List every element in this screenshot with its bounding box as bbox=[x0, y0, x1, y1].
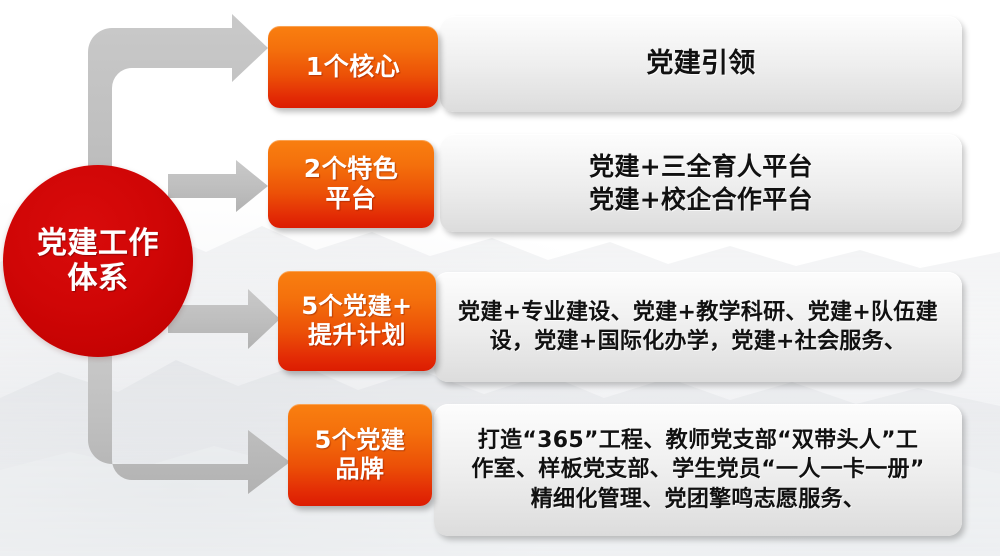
content-text-row-2: 党建+三全育人平台 党建+校企合作平台 bbox=[589, 152, 813, 214]
content-text-row-4: 打造“365”工程、教师党支部“双带头人”工 作室、样板党支部、学生党员“一人一… bbox=[471, 428, 925, 512]
tag-label-row-1: 1个核心 bbox=[305, 52, 401, 81]
tag-label-row-2: 2个特色 平台 bbox=[303, 154, 399, 213]
content-text-row-3: 党建+专业建设、党建+教学科研、党建+队伍建 设，党建+国际化办学，党建+社会服… bbox=[458, 299, 938, 354]
content-panel-row-4[interactable]: 打造“365”工程、教师党支部“双带头人”工 作室、样板党支部、学生党员“一人一… bbox=[434, 404, 962, 536]
hub-label: 党建工作 体系 bbox=[37, 225, 159, 296]
tag-box-row-1[interactable]: 1个核心 bbox=[268, 26, 438, 108]
tag-box-row-3[interactable]: 5个党建+ 提升计划 bbox=[278, 271, 436, 371]
tag-label-row-3: 5个党建+ 提升计划 bbox=[301, 292, 413, 349]
content-text-row-1: 党建引领 bbox=[646, 48, 756, 80]
tag-box-row-4[interactable]: 5个党建 品牌 bbox=[288, 404, 432, 506]
arrow-to-row-3 bbox=[168, 289, 280, 349]
arrow-to-row-2 bbox=[168, 160, 268, 212]
arrow-to-row-4 bbox=[88, 348, 290, 494]
content-panel-row-2[interactable]: 党建+三全育人平台 党建+校企合作平台 bbox=[440, 134, 962, 232]
hub-circle: 党建工作 体系 bbox=[3, 165, 193, 357]
content-panel-row-3[interactable]: 党建+专业建设、党建+教学科研、党建+队伍建 设，党建+国际化办学，党建+社会服… bbox=[434, 272, 962, 382]
tag-label-row-4: 5个党建 品牌 bbox=[314, 426, 406, 483]
tag-box-row-2[interactable]: 2个特色 平台 bbox=[268, 140, 434, 228]
content-panel-row-1[interactable]: 党建引领 bbox=[440, 16, 962, 112]
